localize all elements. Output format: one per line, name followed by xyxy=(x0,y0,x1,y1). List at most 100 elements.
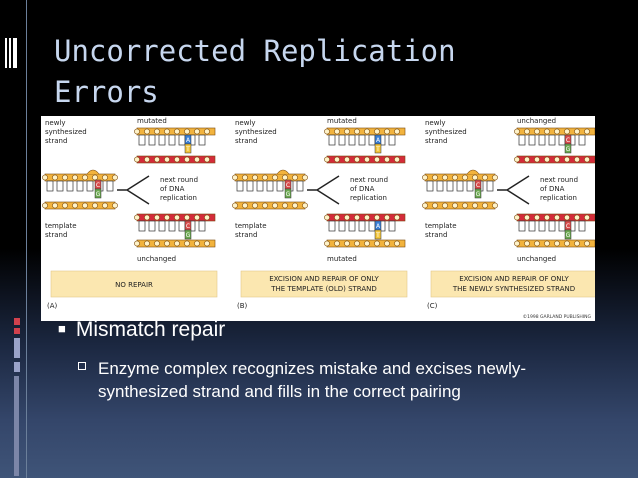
left-bottom-strand-node xyxy=(492,202,498,209)
replication-arrow xyxy=(117,175,150,205)
right-bottom-strand-2-node xyxy=(324,240,330,247)
right-top-strand-2-node xyxy=(574,156,580,163)
replication-arrow xyxy=(497,175,530,205)
left-top-strand-node xyxy=(242,174,248,181)
left-bottom-strand-node xyxy=(112,202,118,209)
right-top-strand-1-node xyxy=(534,128,540,135)
right-bottom-rungs xyxy=(368,220,376,232)
left-top-strand-node xyxy=(492,174,498,181)
panel-left-bottom-label: strand xyxy=(425,231,447,239)
panel-arrow-label: replication xyxy=(160,194,197,202)
right-bottom-pair-top-label: C xyxy=(186,223,190,230)
left-top-strand-node xyxy=(422,174,428,181)
right-bottom-strand-2-node xyxy=(204,240,210,247)
caption-text: NO REPAIR xyxy=(115,281,153,289)
right-top-rungs xyxy=(338,134,346,146)
right-bottom-strand-1-node xyxy=(204,214,210,221)
right-top-rungs xyxy=(178,134,186,146)
right-top-rungs xyxy=(388,134,396,146)
right-bottom-strand-2-node xyxy=(364,240,370,247)
panel-bottom-label: mutated xyxy=(327,255,357,263)
right-top-pair-bottom-label: T xyxy=(185,146,190,153)
left-bottom-strand-node xyxy=(292,202,298,209)
right-top-strand-1-node xyxy=(204,128,210,135)
caption-box xyxy=(240,270,408,298)
panel-arrow-label: replication xyxy=(350,194,387,202)
right-bottom-strand-1-node xyxy=(514,214,520,221)
right-bottom-strand-2-node xyxy=(334,240,340,247)
left-top-strand-node xyxy=(292,174,298,181)
right-top-rungs xyxy=(158,134,166,146)
right-top-strand-1-node xyxy=(144,128,150,135)
left-rungs xyxy=(426,180,434,192)
panel-left-top-label: synthesized xyxy=(425,128,467,136)
left-rungs xyxy=(86,180,94,192)
right-bottom-strand-2-node xyxy=(544,240,550,247)
bullet-mismatch-repair: ■Mismatch repair xyxy=(58,318,225,342)
right-top-pair-bottom xyxy=(564,143,572,154)
right-bottom-strand-1-node xyxy=(174,214,180,221)
panel-arrow-label: of DNA xyxy=(540,185,565,193)
right-bottom-strand-1-node xyxy=(384,214,390,221)
panel-arrow-label: next round xyxy=(540,176,578,184)
left-rungs xyxy=(296,180,304,192)
right-top-strand-1-node xyxy=(154,128,160,135)
right-bottom-strand-2-node xyxy=(344,240,350,247)
right-top-strand-2-node xyxy=(344,156,350,163)
panel-left-bottom-label: strand xyxy=(45,231,67,239)
panel-top-label: unchanged xyxy=(517,117,556,125)
right-top-strand-1-node xyxy=(524,128,530,135)
right-top-strand-2-node xyxy=(534,156,540,163)
right-top-strand-2-node xyxy=(154,156,160,163)
right-top-strand-2-node xyxy=(524,156,530,163)
left-rungs xyxy=(236,180,244,192)
panel-bottom-label: unchanged xyxy=(517,255,556,263)
caption-box xyxy=(430,270,595,298)
left-rungs xyxy=(276,180,284,192)
left-top-strand-node xyxy=(442,174,448,181)
right-top-rungs xyxy=(358,134,366,146)
left-rungs xyxy=(56,180,64,192)
left-bottom-strand-node xyxy=(272,202,278,209)
right-bottom-strand-1-node xyxy=(574,214,580,221)
right-top-strand-1-node xyxy=(354,128,360,135)
left-bottom-strand-node xyxy=(82,202,88,209)
left-top-strand-node xyxy=(282,174,288,181)
mismatch-bulge xyxy=(466,169,480,175)
panel-top-label: mutated xyxy=(137,117,167,125)
dna-figure-svg: newlysynthesizedstrandtemplatestrandmuta… xyxy=(42,117,595,320)
replication-arrow xyxy=(307,175,340,205)
panel-left-top-label: newly xyxy=(45,119,66,127)
left-rungs xyxy=(256,180,264,192)
left-rungs xyxy=(46,180,54,192)
right-bottom-rungs xyxy=(548,220,556,232)
right-top-strand-2-node xyxy=(354,156,360,163)
right-top-strand-2-node xyxy=(374,156,380,163)
left-mismatch-top-label: C xyxy=(96,182,100,189)
right-bottom-strand-2-node xyxy=(534,240,540,247)
bullet-square-icon: ■ xyxy=(58,321,66,336)
right-top-pair-bottom-label: G xyxy=(566,146,571,153)
sub-bullet-enzyme: Enzyme complex recognizes mistake and ex… xyxy=(78,357,598,403)
left-mismatch-bottom-label: G xyxy=(476,191,481,198)
right-top-strand-1-node xyxy=(174,128,180,135)
left-top-strand-node xyxy=(62,174,68,181)
left-mismatch-top-label: C xyxy=(286,182,290,189)
right-top-pair-bottom xyxy=(184,143,192,154)
left-rungs xyxy=(466,180,474,192)
right-top-rungs xyxy=(578,134,586,146)
left-top-strand-node xyxy=(72,174,78,181)
left-mismatch-bottom xyxy=(94,188,102,199)
left-top-strand-node xyxy=(52,174,58,181)
right-top-pair-top-label: A xyxy=(186,137,191,144)
right-top-strand-2-node xyxy=(204,156,210,163)
right-top-rungs xyxy=(538,134,546,146)
panel-left-top-label: strand xyxy=(235,137,257,145)
right-top-rungs xyxy=(368,134,376,146)
right-top-strand-2-node xyxy=(394,156,400,163)
right-top-strand-2-node xyxy=(194,156,200,163)
panel-left-top-label: newly xyxy=(235,119,256,127)
panel-left-top-label: synthesized xyxy=(45,128,87,136)
right-bottom-strand-1-node xyxy=(534,214,540,221)
left-bottom-strand-node xyxy=(92,202,98,209)
